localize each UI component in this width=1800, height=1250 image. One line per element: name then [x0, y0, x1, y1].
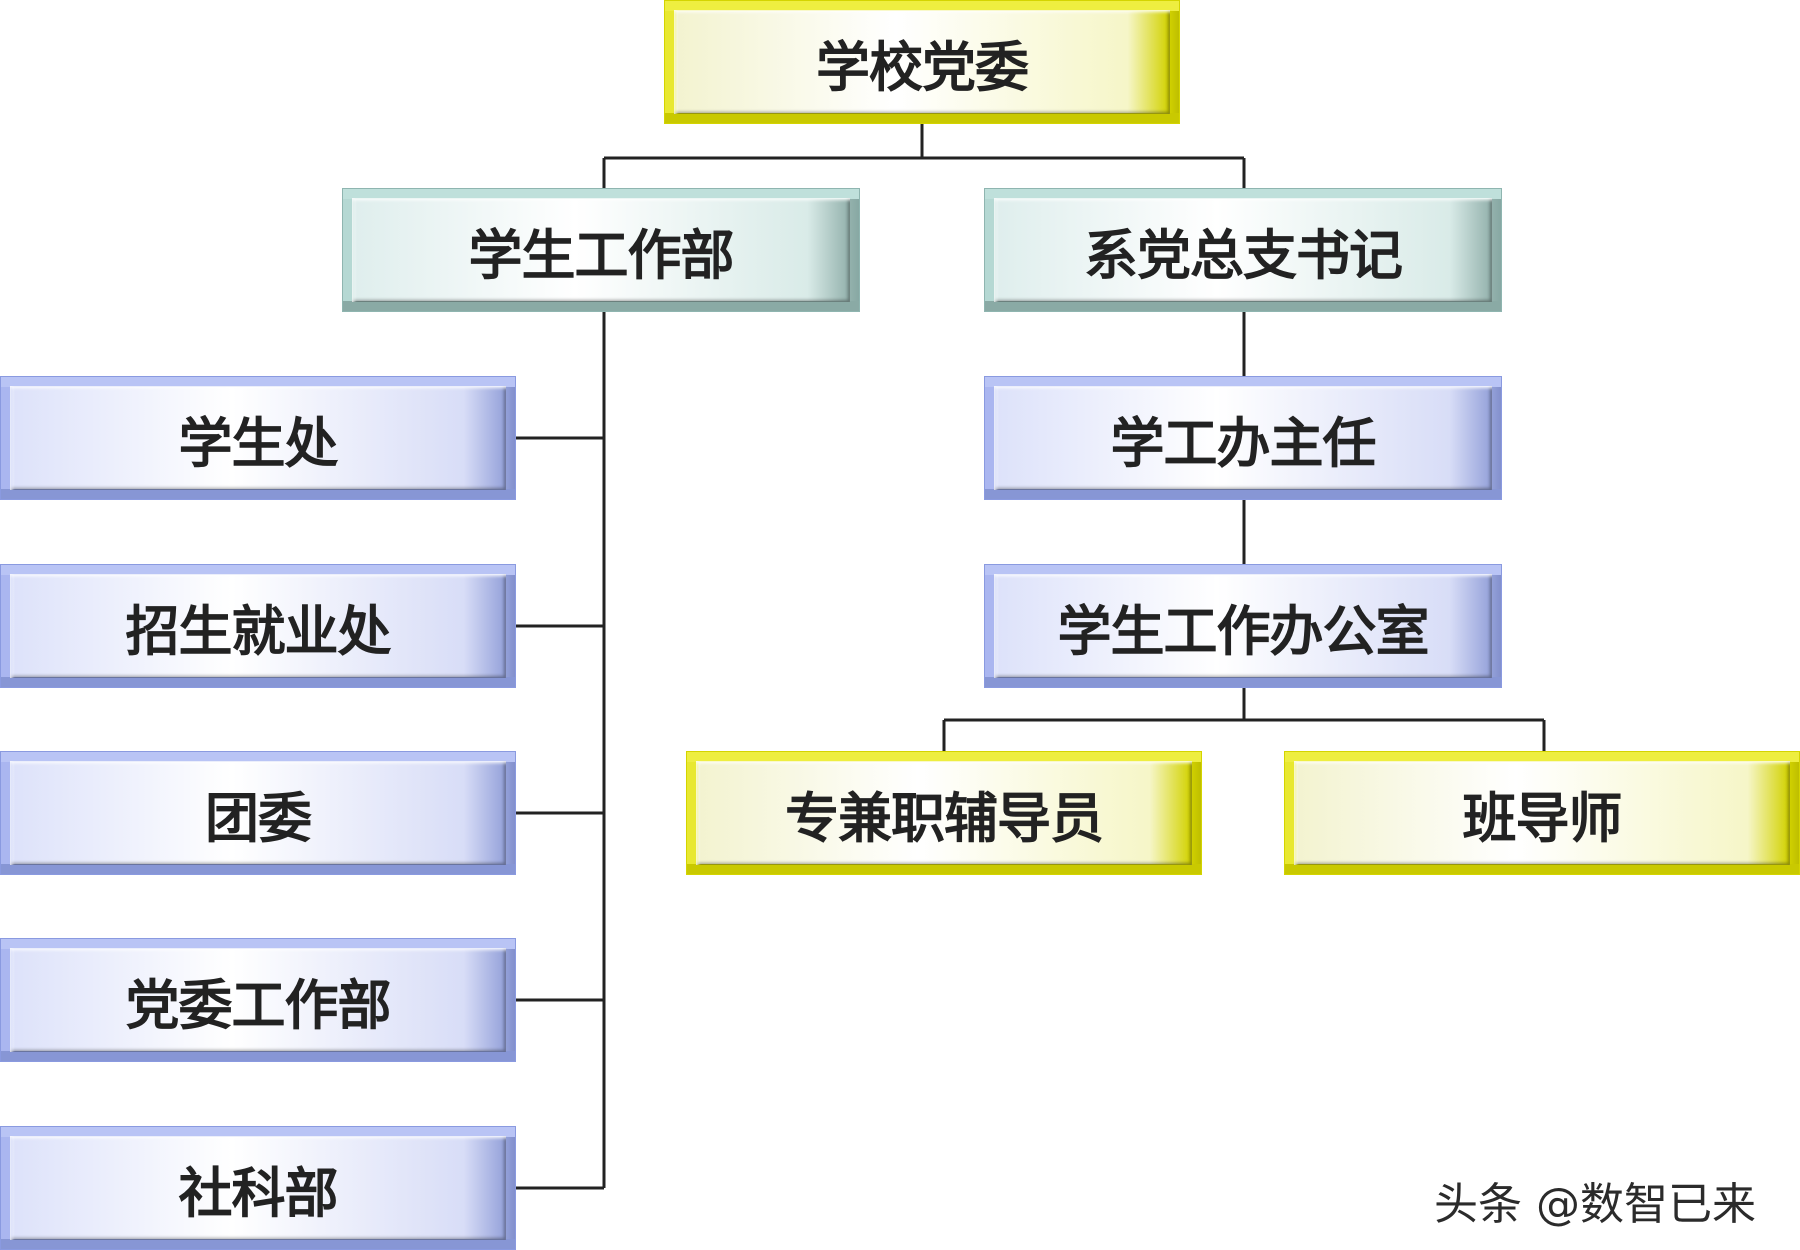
node-label: 团委: [205, 786, 312, 850]
node-label: 学生工作办公室: [1057, 599, 1430, 663]
node-label: 系党总支书记: [1084, 223, 1403, 287]
node-label: 学校党委: [816, 35, 1029, 99]
node-dept-party-secretary: 系党总支书记: [984, 188, 1502, 312]
node-label: 专兼职辅导员: [785, 786, 1104, 850]
node-student-affairs-office: 学生工作办公室: [984, 564, 1502, 688]
node-label: 学工办主任: [1110, 411, 1377, 475]
node-class-teacher: 班导师: [1284, 751, 1800, 875]
node-label: 学生处: [178, 411, 339, 475]
node-student-office: 学生处: [0, 376, 516, 500]
node-label: 招生就业处: [125, 599, 392, 663]
node-student-affairs-dept: 学生工作部: [342, 188, 860, 312]
node-label: 党委工作部: [125, 973, 392, 1037]
node-student-affairs-director: 学工办主任: [984, 376, 1502, 500]
node-label: 班导师: [1462, 786, 1623, 850]
node-party-work-dept: 党委工作部: [0, 938, 516, 1062]
node-social-sciences-dept: 社科部: [0, 1126, 516, 1250]
node-school-party-committee: 学校党委: [664, 0, 1180, 124]
node-admission-employment-office: 招生就业处: [0, 564, 516, 688]
node-youth-league-committee: 团委: [0, 751, 516, 875]
node-label: 学生工作部: [468, 223, 735, 287]
watermark: 头条 @数智已来: [1434, 1179, 1756, 1230]
node-counselors: 专兼职辅导员: [686, 751, 1202, 875]
node-label: 社科部: [178, 1161, 339, 1225]
